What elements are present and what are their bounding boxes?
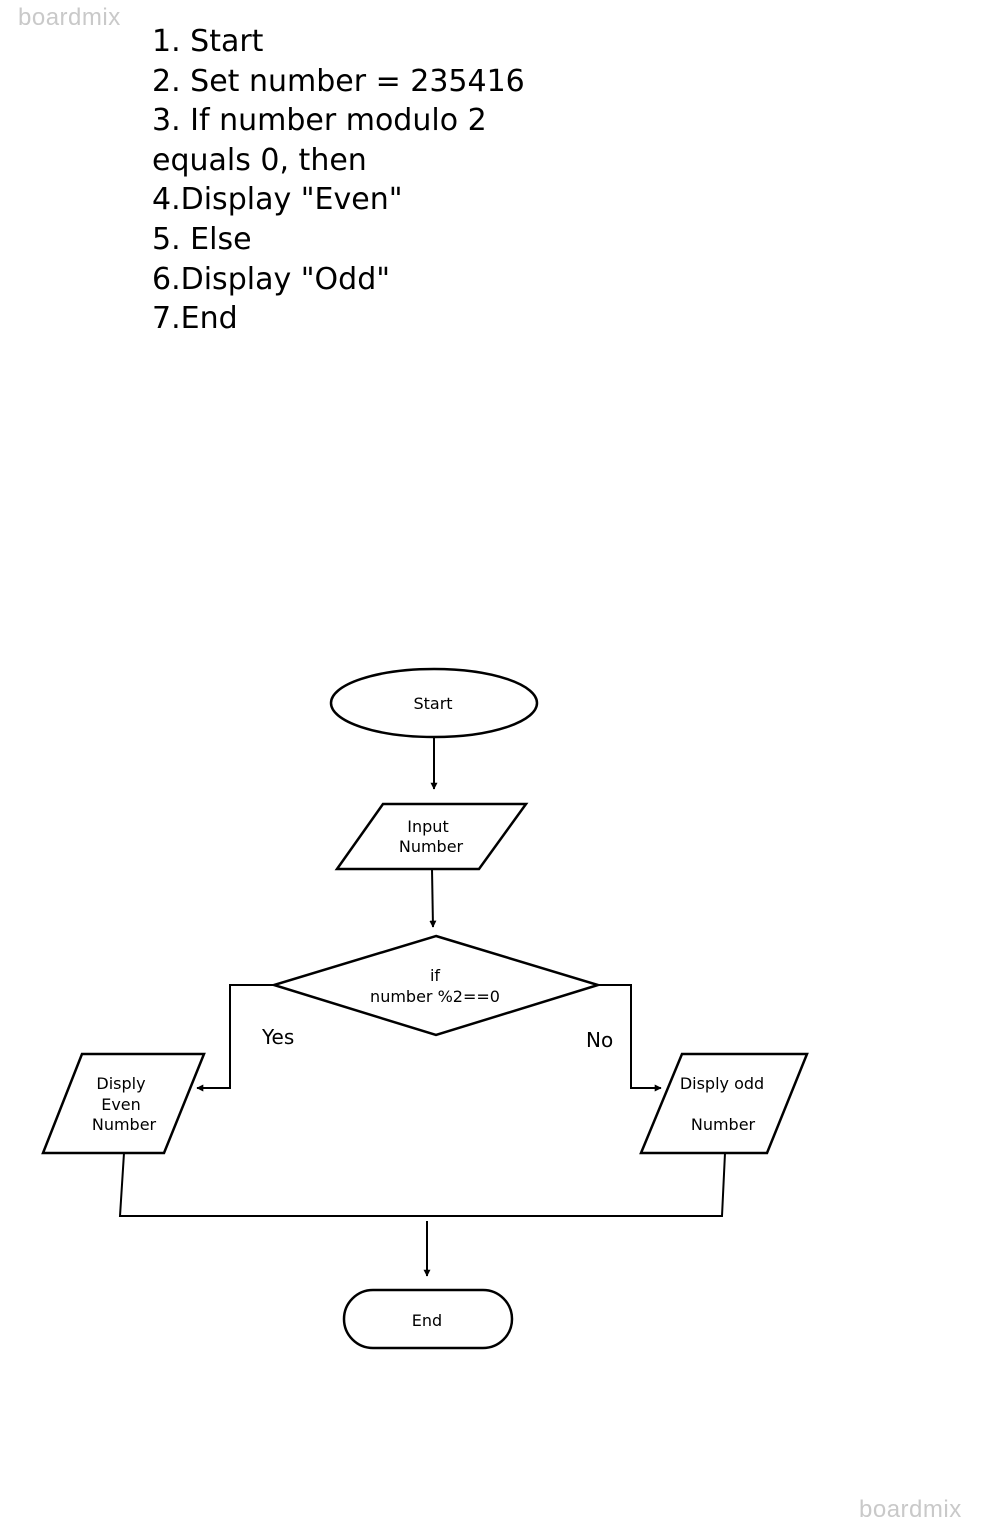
connector-decision-yes (196, 984, 274, 1092)
decision-label-line: number %2==0 (370, 987, 500, 1006)
input-label-line: Number (399, 837, 464, 856)
end-label: End (412, 1311, 442, 1330)
input-shape: Input Number (334, 802, 529, 871)
algorithm-step: 2. Set number = 235416 (152, 63, 525, 99)
algorithm-step: 4.Display "Even" (152, 182, 403, 218)
even-output-label-line: Number (92, 1115, 157, 1134)
algorithm-step: 1. Start (152, 24, 264, 59)
decision-diamond: if number %2==0 (269, 934, 603, 1037)
watermark-top: boardmix (18, 4, 121, 31)
connector-outputs-merge (118, 1152, 726, 1217)
algorithm-step: 3. If number modulo 2 (152, 103, 487, 139)
watermark-bottom: boardmix (859, 1496, 962, 1523)
algorithm-step: 5. Else (152, 221, 252, 257)
end-terminator: End (342, 1288, 514, 1350)
algorithm-steps: 1. Start 2. Set number = 235416 3. If nu… (152, 22, 525, 339)
input-label-line: Input (407, 817, 448, 836)
odd-output-label-line: Disply odd (680, 1074, 764, 1093)
odd-output-label-line: Number (691, 1115, 756, 1134)
algorithm-step: equals 0, then (152, 142, 367, 178)
no-branch-label: No (586, 1028, 613, 1052)
connector-input-to-decision (429, 868, 437, 928)
algorithm-step: 6.Display "Odd" (152, 261, 391, 297)
yes-branch-label: Yes (261, 1025, 294, 1049)
connector-decision-no (598, 984, 662, 1092)
algorithm-step: 7.End (152, 301, 238, 337)
decision-label-line: if (430, 966, 440, 985)
even-output-label-line: Disply (96, 1074, 145, 1093)
even-output-shape: Disply Even Number (41, 1052, 206, 1155)
even-output-label-line: Even (101, 1095, 141, 1114)
start-label: Start (413, 694, 452, 713)
odd-output-shape: Disply odd Number (639, 1052, 809, 1155)
start-terminator: Start (329, 667, 539, 739)
